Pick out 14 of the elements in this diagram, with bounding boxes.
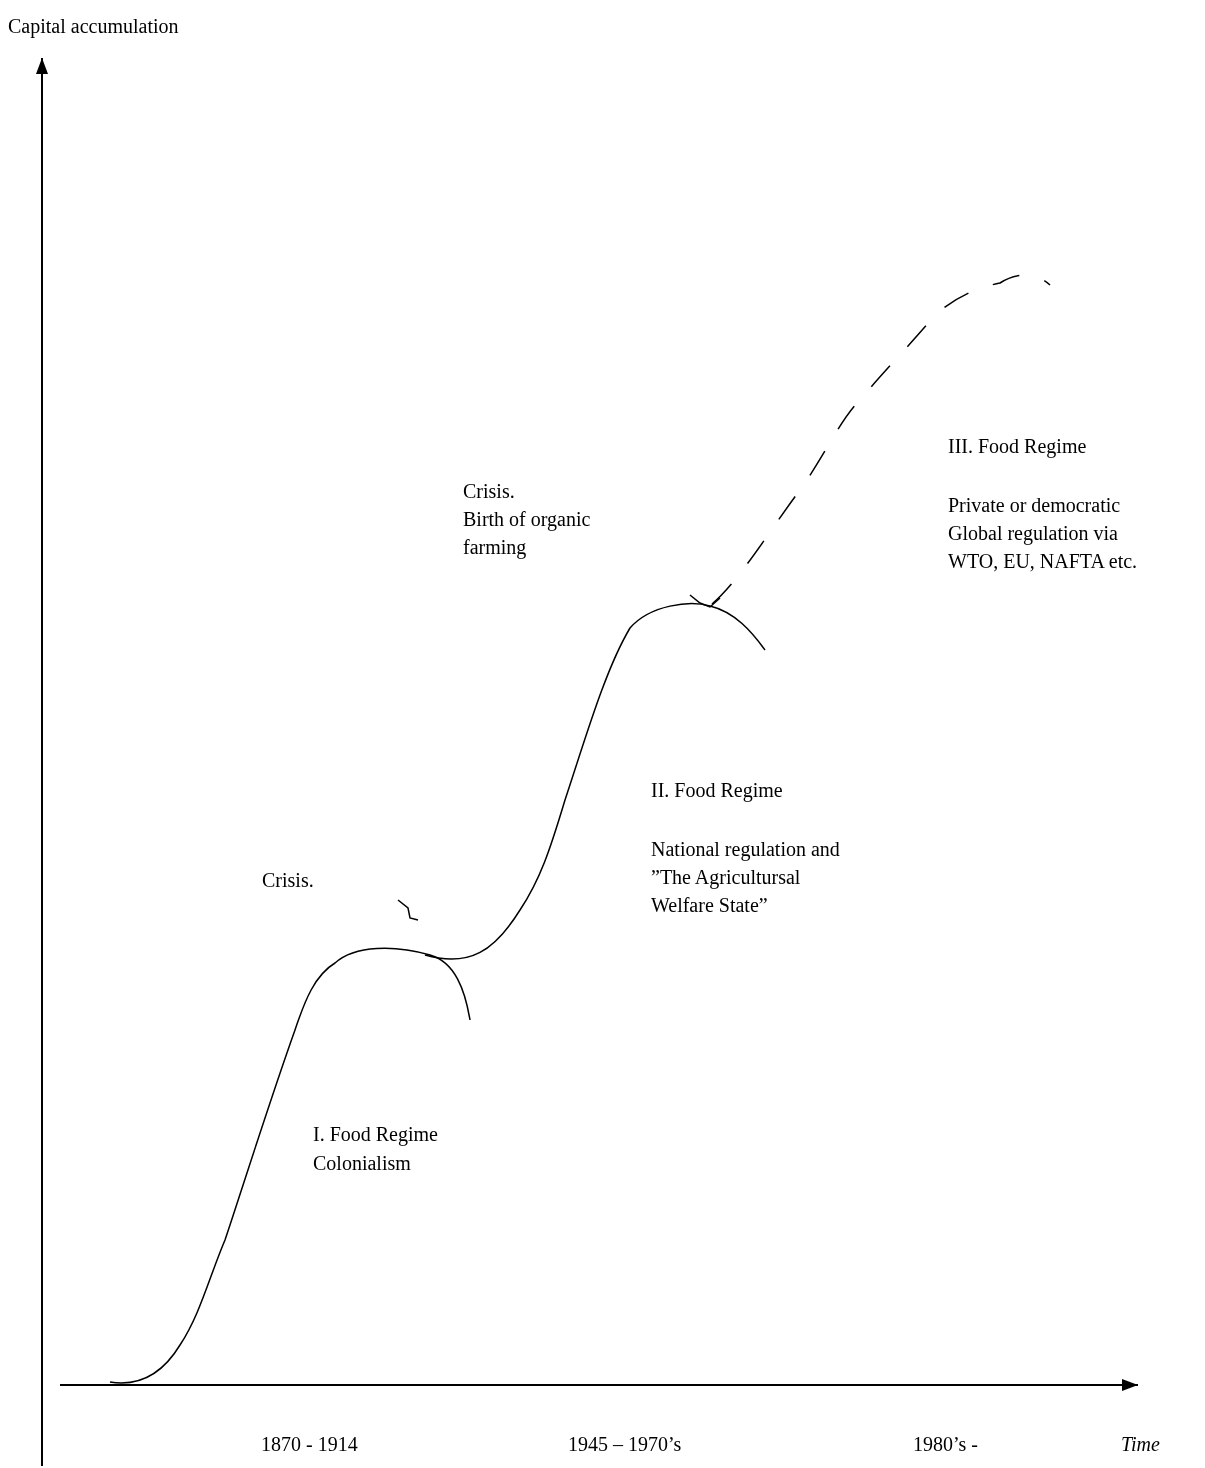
period-label: 1980’s - [913,1432,978,1457]
axis-title: Capital accumulation [8,14,179,40]
regime-label: III. Food Regime [948,434,1087,460]
annotation-text: Colonialism [313,1151,411,1176]
axis-title: Time [1121,1432,1160,1457]
regime-label: II. Food Regime [651,778,783,804]
regime-label: I. Food Regime [313,1122,438,1148]
period-label: 1945 – 1970’s [568,1432,682,1457]
annotation-text: Birth of organic farming [463,507,592,561]
crisis-label: Crisis. [262,868,314,893]
annotation-text: Private or democratic Global regulation via WTO, EU, NAFTA etc. [948,493,1139,574]
period-label: 1870 - 1914 [261,1432,358,1457]
annotation-text: National regulation and ”The Agricultursal Welfare State” [651,837,841,918]
crisis-label: Crisis. [463,479,515,504]
